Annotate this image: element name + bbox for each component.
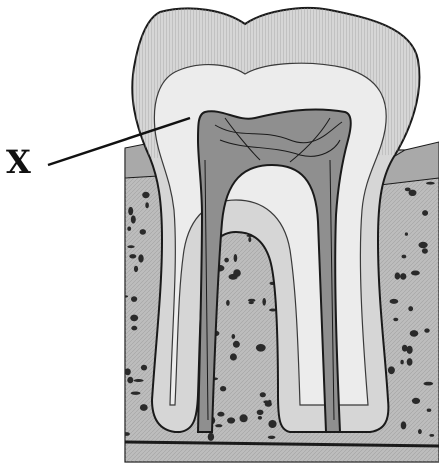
bone-spot: [390, 299, 399, 304]
bone-spot: [131, 215, 136, 223]
bone-spot: [127, 227, 131, 231]
bone-spot: [131, 392, 141, 395]
bone-spot: [424, 382, 434, 386]
bone-spot: [138, 254, 143, 262]
bone-spot: [226, 300, 230, 306]
bone-spot: [388, 366, 395, 374]
label-x: X: [6, 146, 31, 178]
bone-spot: [127, 245, 134, 248]
bone-spot: [402, 255, 407, 259]
bone-spot: [422, 210, 428, 216]
bone-spot: [426, 182, 435, 185]
bone-spot: [208, 433, 214, 441]
bone-spot: [217, 412, 224, 417]
bone-spot: [395, 272, 401, 279]
bone-spot: [422, 248, 428, 253]
bone-spot: [233, 269, 241, 277]
bone-spot: [230, 353, 237, 360]
bone-spot: [127, 377, 133, 384]
bone-spot: [131, 326, 137, 331]
bone-spot: [418, 429, 422, 434]
bone-spot: [401, 421, 407, 429]
bone-spot: [224, 258, 229, 263]
bone-spot: [227, 417, 235, 423]
bone-spot: [393, 318, 398, 321]
bone-spot: [412, 398, 420, 404]
bone-spot: [240, 414, 248, 422]
bone-spot: [123, 432, 130, 436]
bone-spot: [140, 404, 148, 411]
bone-spot: [410, 330, 419, 337]
bone-spot: [141, 365, 147, 371]
bone-spot: [419, 242, 428, 248]
bone-spot: [248, 237, 251, 242]
bone-spot: [128, 207, 133, 215]
bone-spot: [400, 360, 403, 365]
bone-spot: [268, 420, 276, 428]
bone-spot: [131, 296, 137, 302]
bone-spot: [248, 299, 255, 302]
bone-spot: [402, 345, 408, 352]
bone-spot: [427, 409, 432, 412]
bone-spot: [129, 254, 136, 258]
bone-spot: [424, 328, 429, 332]
bone-spot: [122, 295, 128, 297]
bone-spot: [257, 410, 264, 415]
bone-spot: [134, 266, 138, 272]
bone-spot: [234, 254, 238, 262]
bone-spot: [429, 434, 434, 437]
bone-spot: [260, 392, 266, 397]
bone-spot: [262, 298, 266, 306]
bone-spot: [268, 436, 276, 439]
bone-spot: [407, 346, 413, 354]
bone-spot: [145, 202, 149, 208]
bone-spot: [405, 232, 408, 235]
bone-spot: [134, 379, 144, 382]
bone-spot: [125, 368, 131, 375]
bone-spot: [140, 229, 146, 235]
bone-spot: [142, 192, 149, 198]
bone-spot: [232, 334, 236, 339]
bone-spot: [408, 306, 413, 311]
bone-spot: [407, 358, 413, 366]
bone-spot: [409, 190, 417, 196]
bone-spot: [411, 271, 420, 276]
bone-spot: [233, 341, 240, 348]
bone-spot: [268, 400, 272, 405]
bone-spot: [220, 386, 226, 391]
bone-spot: [258, 416, 262, 420]
bone-spot: [400, 273, 406, 280]
bone-spot: [256, 344, 266, 352]
bone-spot: [130, 315, 138, 322]
bone-spot: [215, 424, 222, 427]
